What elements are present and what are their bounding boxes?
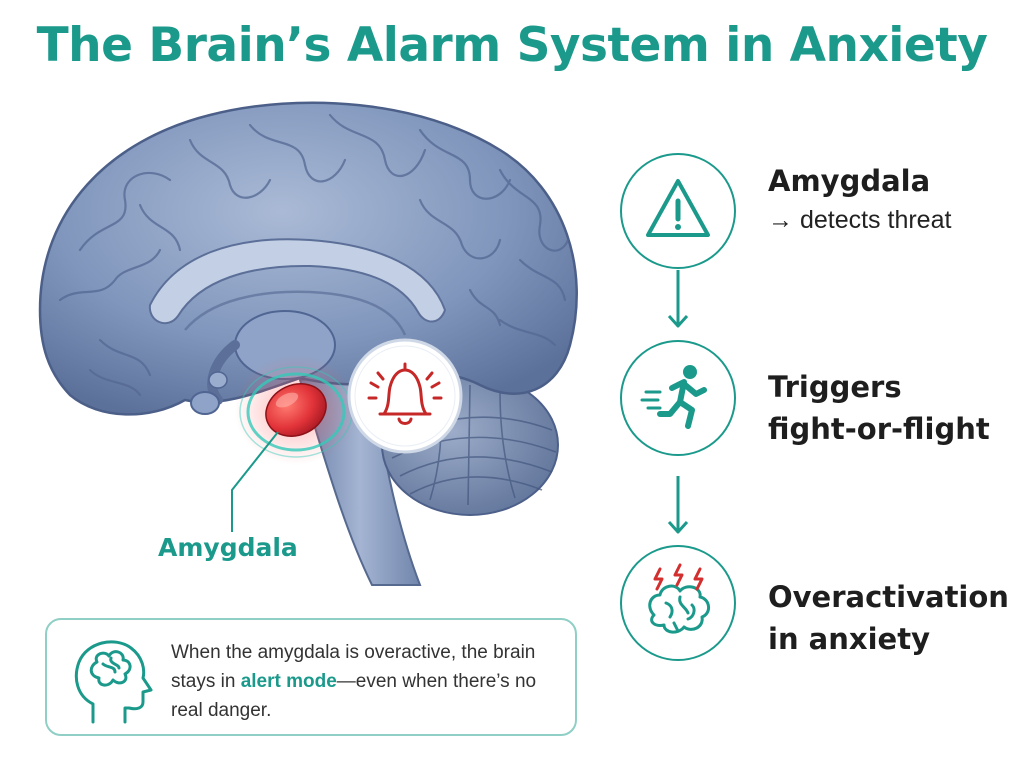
- head-brain-icon: [74, 640, 153, 724]
- step-2-title-line1: Triggers: [768, 370, 902, 404]
- callout-highlight: alert mode: [240, 671, 337, 692]
- amygdala-label: Amygdala: [158, 533, 298, 562]
- step-1-circle: [620, 153, 736, 269]
- alarm-bell-badge: [347, 338, 463, 454]
- brain-illustration: [38, 101, 578, 586]
- corpus-callosum: [148, 238, 447, 325]
- brain-lightning-icon: [648, 563, 710, 634]
- step-1-description: → detects threat: [768, 206, 952, 234]
- page-title: The Brain’s Alarm System in Anxiety: [36, 18, 988, 73]
- callout-text-after: —even when there’s no real danger.: [171, 671, 537, 721]
- step-2-title-line2: fight-or-flight: [768, 412, 990, 446]
- step-2-circle: [620, 340, 736, 456]
- warning-triangle-icon: [646, 179, 710, 237]
- bell-icon: [367, 362, 443, 425]
- flow-arrow-1: [667, 270, 689, 328]
- step-3-circle: [620, 545, 736, 661]
- callout-text-before: When the amygdala is overactive, the bra…: [171, 642, 536, 692]
- callout-box: When the amygdala is overactive, the bra…: [45, 618, 577, 736]
- step-1-title: Amygdala: [768, 164, 931, 198]
- amygdala-leader-line: [231, 431, 279, 532]
- step-3-title-line1: Overactivation: [768, 580, 1009, 614]
- step-3-title-line2: in anxiety: [768, 622, 930, 656]
- callout-text: When the amygdala is overactive, the bra…: [171, 638, 567, 725]
- running-person-icon: [640, 365, 707, 429]
- flow-arrow-2: [667, 476, 689, 534]
